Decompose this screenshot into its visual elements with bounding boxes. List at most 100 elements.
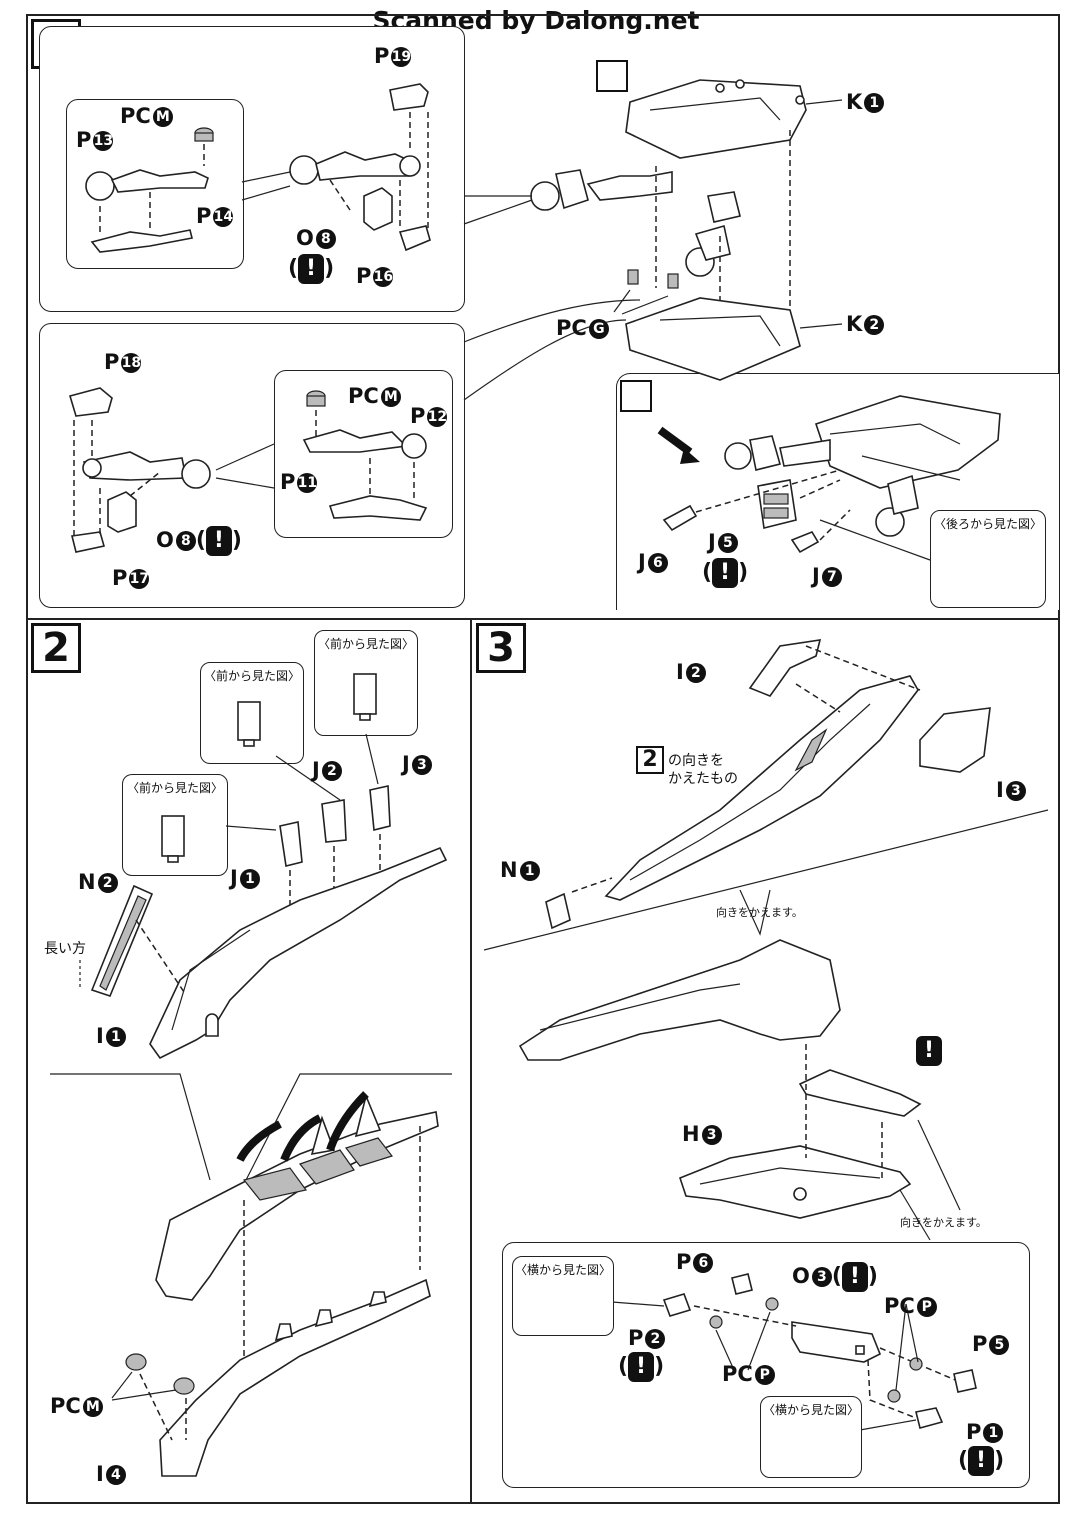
back-view-title: 〈後ろから見た図〉 bbox=[933, 517, 1042, 531]
o3-part bbox=[791, 1321, 882, 1363]
warning-icon: ! bbox=[968, 1446, 995, 1476]
o8-arm-assembly bbox=[289, 151, 421, 185]
shoulder-joint-part bbox=[685, 191, 741, 277]
j6-part bbox=[662, 504, 698, 532]
j1-part bbox=[279, 821, 303, 867]
k1-body-part bbox=[625, 79, 807, 159]
shoulder-arm-assembly bbox=[530, 169, 673, 211]
i1-arm-part bbox=[149, 846, 448, 1060]
warning-icon: ! bbox=[916, 1036, 942, 1066]
step-number-3: 3 bbox=[476, 623, 526, 673]
k2-body-part bbox=[625, 297, 801, 381]
p18-part bbox=[68, 387, 113, 417]
step3-detail-box bbox=[502, 1242, 1030, 1488]
pc-p-caps-1 bbox=[709, 1297, 779, 1329]
p13-arm-part bbox=[85, 169, 209, 201]
frame-bar-part bbox=[798, 1069, 922, 1117]
p2-part bbox=[662, 1293, 692, 1317]
arm-turned-part bbox=[518, 939, 841, 1061]
nipper-icon: nipper-icon bbox=[596, 60, 628, 92]
p6-part bbox=[731, 1273, 753, 1295]
warning-j5: (!) bbox=[702, 558, 748, 588]
p17-part bbox=[71, 531, 106, 553]
pc-m-caps-step2 bbox=[125, 1353, 195, 1395]
turn-note-1: 向きをかえます。 bbox=[716, 906, 803, 919]
n2-part bbox=[90, 884, 154, 997]
label-long-side: 長い方 bbox=[44, 941, 86, 957]
back-view-box: 〈後ろから見た図〉 bbox=[930, 510, 1046, 608]
side-view-box-1: 〈横から見た図〉 bbox=[512, 1256, 614, 1336]
p19-part bbox=[389, 83, 429, 111]
warning-p1: (!) bbox=[958, 1446, 1004, 1476]
j2-part bbox=[321, 799, 347, 843]
pc-g-parts bbox=[627, 269, 679, 289]
warning-step3: ! bbox=[916, 1036, 942, 1066]
o8-part-bottom bbox=[107, 491, 137, 533]
arm-assembly-bottom bbox=[82, 451, 211, 489]
divider-horizontal bbox=[26, 618, 1058, 620]
j5-part bbox=[757, 479, 797, 529]
j7-part bbox=[790, 531, 820, 554]
p5-part bbox=[953, 1369, 977, 1393]
h3-part bbox=[679, 1145, 912, 1219]
direction-arrow bbox=[657, 426, 693, 456]
warning-icon: ! bbox=[841, 1262, 868, 1292]
step-number-2: 2 bbox=[31, 623, 81, 673]
warning-icon: ! bbox=[205, 526, 232, 556]
side-view-box-2: 〈横から見た図〉 bbox=[760, 1396, 862, 1478]
turn-note-2: 向きをかえます。 bbox=[900, 1216, 987, 1229]
i3-part bbox=[919, 707, 991, 773]
assembled-torso-detail bbox=[724, 395, 1001, 537]
j3-part bbox=[369, 785, 391, 832]
warning-o8-top: (!) bbox=[288, 254, 334, 284]
p1-part bbox=[915, 1407, 944, 1429]
warning-icon: ! bbox=[628, 1352, 655, 1382]
o8-part bbox=[363, 187, 393, 231]
p14-arm-part bbox=[90, 229, 193, 253]
divider-vertical bbox=[470, 618, 472, 1502]
ref-text-2: かえたもの bbox=[668, 771, 738, 787]
warning-icon: ! bbox=[298, 254, 325, 284]
i2-part bbox=[748, 639, 822, 697]
ref-step-box: 2 bbox=[636, 746, 664, 774]
p12-arm-part bbox=[302, 429, 427, 459]
outer-frame bbox=[26, 14, 1060, 1504]
p11-arm-part bbox=[328, 495, 428, 521]
nipper-icon bbox=[620, 380, 652, 412]
ref-text-1: の向きを bbox=[668, 753, 724, 769]
pc-p-caps-2 bbox=[887, 1357, 923, 1403]
p16-part bbox=[398, 225, 431, 252]
